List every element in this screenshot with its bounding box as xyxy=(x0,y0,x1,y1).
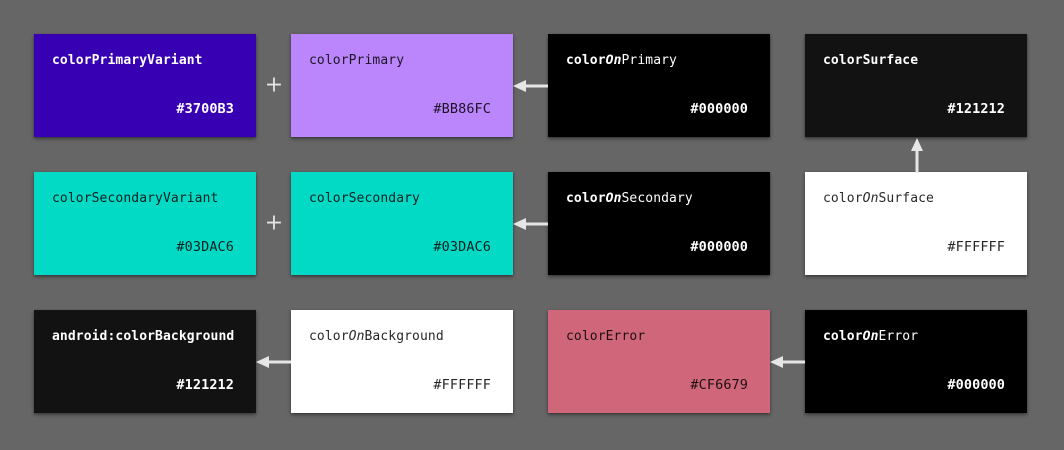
hex-value: #03DAC6 xyxy=(176,239,234,255)
label-suffix-text: Primary xyxy=(621,53,677,68)
label-on-text: On xyxy=(605,53,622,68)
card-colorPrimaryVariant: colorPrimaryVariant #3700B3 xyxy=(34,34,256,137)
plus-icon: + xyxy=(264,72,284,98)
card-label: colorSecondary xyxy=(309,191,491,206)
card-colorError: colorError #CF6679 xyxy=(548,310,770,413)
hex-value: #000000 xyxy=(690,101,748,117)
hex-value: #CF6679 xyxy=(690,377,748,393)
card-label: colorSecondaryVariant xyxy=(52,191,234,206)
arrow-left-icon xyxy=(513,218,548,230)
card-colorOnSurface: colorOnSurface #FFFFFF xyxy=(805,172,1027,275)
label-on-text: On xyxy=(862,329,879,344)
card-colorSecondaryVariant: colorSecondaryVariant #03DAC6 xyxy=(34,172,256,275)
card-label: colorOnPrimary xyxy=(566,53,748,68)
label-on-text: On xyxy=(862,191,879,206)
label-text: color xyxy=(309,329,349,344)
arrow-left-icon xyxy=(513,80,548,92)
card-colorOnBackground: colorOnBackground #FFFFFF xyxy=(291,310,513,413)
card-colorOnError: colorOnError #000000 xyxy=(805,310,1027,413)
label-on-text: On xyxy=(605,191,622,206)
card-label: android:colorBackground xyxy=(52,329,234,344)
label-text: color xyxy=(566,53,606,68)
card-colorOnSecondary: colorOnSecondary #000000 xyxy=(548,172,770,275)
label-suffix-text: Secondary xyxy=(621,191,693,206)
arrow-left-icon xyxy=(256,356,291,368)
label-suffix-text: Error xyxy=(878,329,919,344)
label-text: color xyxy=(566,191,606,206)
card-android-colorBackground: android:colorBackground #121212 xyxy=(34,310,256,413)
label-suffix-text: Surface xyxy=(878,191,934,206)
hex-value: #000000 xyxy=(690,239,748,255)
card-colorSecondary: colorSecondary #03DAC6 xyxy=(291,172,513,275)
card-label: colorOnSurface xyxy=(823,191,1005,206)
hex-value: #121212 xyxy=(947,101,1005,117)
arrow-up-icon xyxy=(911,138,923,173)
hex-value: #BB86FC xyxy=(433,101,491,117)
card-label: colorOnSecondary xyxy=(566,191,748,206)
card-label: colorOnError xyxy=(823,329,1005,344)
hex-value: #FFFFFF xyxy=(433,377,491,393)
card-label: colorSurface xyxy=(823,53,1005,68)
hex-value: #000000 xyxy=(947,377,1005,393)
label-text: colorPrimaryVariant xyxy=(52,53,203,68)
card-colorPrimary: colorPrimary #BB86FC xyxy=(291,34,513,137)
label-suffix-text: Background xyxy=(364,329,444,344)
color-card-grid: colorPrimaryVariant #3700B3 colorPrimary… xyxy=(34,34,1027,413)
hex-value: #FFFFFF xyxy=(947,239,1005,255)
plus-icon: + xyxy=(264,210,284,236)
card-label: colorError xyxy=(566,329,748,344)
card-label: colorPrimaryVariant xyxy=(52,53,234,68)
label-text: colorError xyxy=(566,329,646,344)
label-text: color xyxy=(823,329,863,344)
label-text: colorPrimary xyxy=(309,53,405,68)
label-on-text: On xyxy=(348,329,365,344)
arrow-left-icon xyxy=(770,356,805,368)
label-text: colorSecondary xyxy=(309,191,420,206)
label-text: colorSurface xyxy=(823,53,919,68)
card-label: colorOnBackground xyxy=(309,329,491,344)
hex-value: #121212 xyxy=(176,377,234,393)
card-colorSurface: colorSurface #121212 xyxy=(805,34,1027,137)
card-colorOnPrimary: colorOnPrimary #000000 xyxy=(548,34,770,137)
label-text: android:colorBackground xyxy=(52,329,235,344)
card-label: colorPrimary xyxy=(309,53,491,68)
label-text: color xyxy=(823,191,863,206)
label-text: colorSecondaryVariant xyxy=(52,191,219,206)
hex-value: #3700B3 xyxy=(176,101,234,117)
hex-value: #03DAC6 xyxy=(433,239,491,255)
